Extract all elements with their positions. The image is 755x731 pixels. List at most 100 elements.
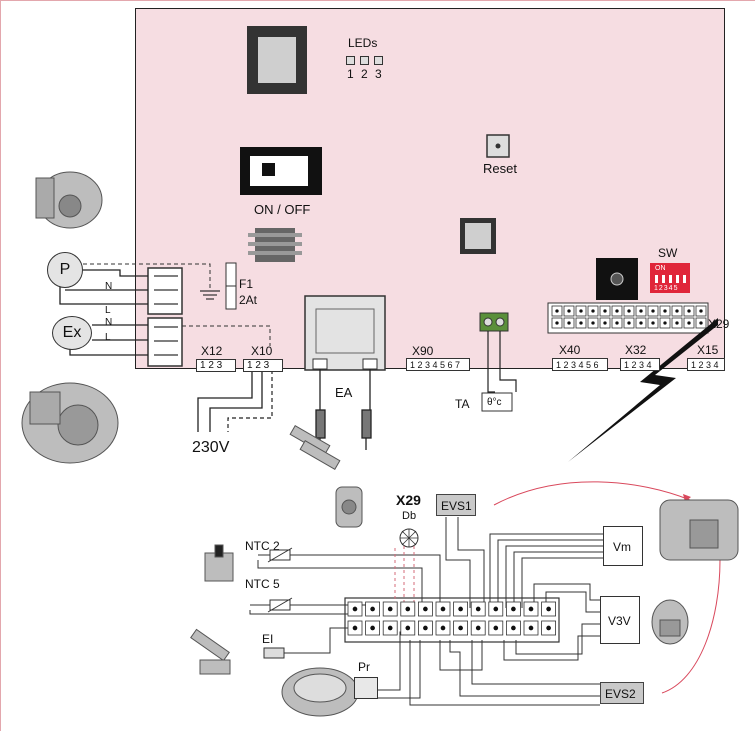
fan-l-label: L [105, 332, 111, 343]
db-label: Db [402, 510, 417, 522]
x32-pins: 1 2 3 4 [624, 359, 652, 370]
x29-board-pin [683, 317, 695, 329]
x29-pin [400, 620, 416, 636]
fan-label: Ex [62, 324, 82, 341]
pr-label: Pr [358, 660, 370, 674]
x29-pin [365, 620, 381, 636]
x29-board-pin [635, 317, 647, 329]
ntc5-label: NTC 5 [245, 577, 280, 591]
led-number-1: 1 [347, 67, 354, 81]
x29-board-pin [599, 305, 611, 317]
x29-pin [417, 620, 433, 636]
v3v-label: V3V [608, 614, 631, 628]
pump-symbol: P [47, 252, 83, 288]
x29-pin [435, 620, 451, 636]
x12-connector: 1 2 3 [196, 359, 236, 372]
pump-n-label: N [105, 281, 113, 292]
sw-numbers: 12345 [654, 285, 679, 292]
ei-label: EI [262, 632, 274, 646]
x29-pin [382, 620, 398, 636]
led-number-3: 3 [375, 67, 382, 81]
x29-pin [541, 601, 556, 617]
x29-pin [453, 601, 469, 617]
ignition-transformer [304, 295, 386, 371]
ea-label: EA [335, 385, 353, 400]
x29-pin [523, 620, 539, 636]
x29-pin [488, 620, 504, 636]
led-number-2: 2 [361, 67, 368, 81]
x15-pins: 1 2 3 4 [691, 359, 719, 370]
x40-label: X40 [559, 343, 581, 357]
x90-pins: 1 2 3 4 5 6 7 [410, 359, 461, 370]
x29-board-pin [671, 317, 683, 329]
x29-board-pin [659, 317, 671, 329]
x29-board-pin [695, 305, 707, 317]
mains-label: 230V [192, 439, 230, 456]
x29-pin [523, 601, 539, 617]
x40-pins: 1 2 3 4 5 6 [556, 359, 599, 370]
x29-board-pin [563, 305, 575, 317]
x29-board-pin [671, 305, 683, 317]
x40-connector: 1 2 3 4 5 6 [552, 358, 608, 371]
x90-label: X90 [412, 344, 434, 358]
evs2-label: EVS2 [605, 687, 636, 701]
vm-box: Vm [603, 526, 643, 566]
sw-label: SW [658, 246, 678, 260]
x29-board-pin [623, 317, 635, 329]
vm-label: Vm [613, 540, 631, 554]
led-2 [360, 56, 369, 65]
evs2-box: EVS2 [600, 682, 644, 704]
ta-label: TA [455, 397, 470, 411]
x10-label: X10 [251, 344, 273, 358]
x29-board-pin [551, 305, 563, 317]
x29-board-pin [659, 305, 671, 317]
x29-connector [344, 597, 560, 643]
x29-pin [347, 601, 363, 617]
ta-terminal [479, 312, 509, 332]
x29-pin [435, 601, 451, 617]
v3v-box: V3V [600, 596, 640, 644]
fan-symbol: Ex [52, 316, 92, 350]
x29-pin [505, 601, 521, 617]
led-3 [374, 56, 383, 65]
x12-label: X12 [201, 344, 223, 358]
leds-label: LEDs [348, 36, 378, 50]
x29-board-pin [587, 317, 599, 329]
x29-board-pin [611, 317, 623, 329]
sw-on-label: ON [655, 265, 666, 272]
x29-pin [417, 601, 433, 617]
pump-label: P [59, 261, 71, 278]
ntc2-label: NTC 2 [245, 539, 280, 553]
x29-board-pin [623, 305, 635, 317]
pump-l-label: L [105, 305, 111, 316]
evs1-label: EVS1 [441, 499, 472, 513]
x29-pin [347, 620, 363, 636]
x32-label: X32 [625, 343, 647, 357]
x32-connector: 1 2 3 4 [620, 358, 660, 371]
led-1 [346, 56, 355, 65]
x29-board-pin [563, 317, 575, 329]
x15-label: X15 [697, 343, 719, 357]
x29-title: X29 [396, 492, 421, 508]
x29-pin [400, 601, 416, 617]
pointer-arrow [568, 318, 718, 462]
x29-board-pin [599, 317, 611, 329]
x15-connector: 1 2 3 4 [687, 358, 725, 371]
x29-board-pin [635, 305, 647, 317]
x29-board-pin [647, 305, 659, 317]
x29-board-pin [647, 317, 659, 329]
onoff-label: ON / OFF [254, 202, 311, 217]
x12-pins: 1 2 3 [200, 360, 223, 371]
fan-n-label: N [105, 317, 113, 328]
evs1-box: EVS1 [436, 494, 476, 516]
ta-symbol: θ°c [487, 397, 502, 408]
x90-connector: 1 2 3 4 5 6 7 [406, 358, 470, 371]
x29-pin [505, 620, 521, 636]
x29-pin [365, 601, 381, 617]
x29-pin [453, 620, 469, 636]
x10-connector: 1 2 3 [243, 359, 283, 372]
x10-pins: 1 2 3 [247, 360, 270, 371]
x29-pin [470, 620, 486, 636]
